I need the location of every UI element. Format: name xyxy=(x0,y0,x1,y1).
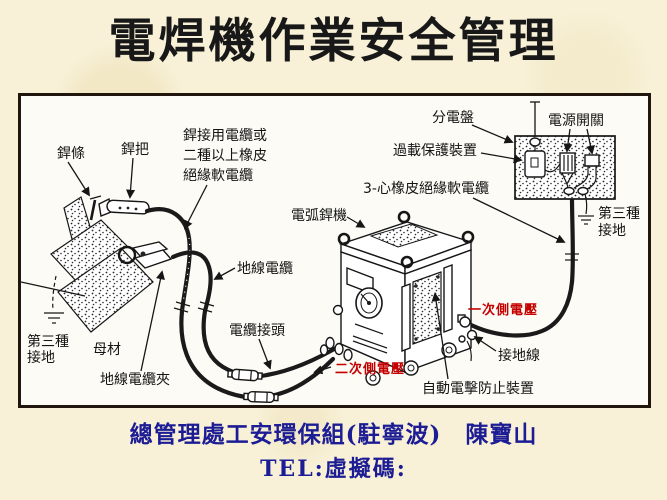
label-third-ground-right-2: 接地 xyxy=(598,222,626,239)
cable-tick-marks xyxy=(173,253,579,313)
label-third-ground-left-2: 接地 xyxy=(27,349,55,366)
label-power-switch: 電源開關 xyxy=(548,113,604,129)
label-ground-cable: 地線電纜 xyxy=(237,260,293,277)
label-ground-cable-clamp: 地線電纜夾 xyxy=(100,371,170,388)
label-welding-cable-3: 絕緣軟電纜 xyxy=(183,167,253,184)
primary-supply-cable xyxy=(466,194,575,338)
diagram-labels: 銲條 銲把 銲接用電纜或 二種以上橡皮 絕緣軟電纜 分電盤 電源開關 過載保護裝… xyxy=(27,110,640,397)
label-welding-cable-2: 二種以上橡皮 xyxy=(183,148,267,164)
workpiece-base-metal xyxy=(21,196,154,333)
label-secondary-voltage: 二次側電壓 xyxy=(335,361,405,377)
footer-department: 總管理處工安環保組(駐寧波) 陳寶山 xyxy=(129,421,538,448)
label-primary-voltage: 一次側電壓 xyxy=(468,302,538,318)
label-cable-connector: 電纜接頭 xyxy=(229,322,285,339)
label-ground-wire: 接地線 xyxy=(498,347,540,364)
label-third-ground-right-1: 第三種 xyxy=(598,205,640,222)
label-three-core-cable: 3-心橡皮絕緣軟電纜 xyxy=(363,180,489,197)
label-holder: 銲把 xyxy=(121,142,149,158)
label-third-ground-left-1: 第三種 xyxy=(27,333,69,350)
ground-cable-clamp xyxy=(117,241,173,269)
label-distribution-panel: 分電盤 xyxy=(432,110,474,126)
ground-terminal xyxy=(457,314,478,362)
label-welding-cable-1: 銲接用電纜或 xyxy=(183,127,267,144)
label-overload-protector: 過載保護裝置 xyxy=(393,143,477,159)
label-arc-welder: 電弧銲機 xyxy=(291,208,347,224)
diagram-frame: 銲條 銲把 銲接用電纜或 二種以上橡皮 絕緣軟電纜 分電盤 電源開關 過載保護裝… xyxy=(18,93,651,408)
welding-electrode xyxy=(89,195,102,221)
label-shock-prevention: 自動電擊防止裝置 xyxy=(422,380,534,397)
label-leader-arrows xyxy=(67,124,595,380)
electrode-holder xyxy=(98,197,150,217)
label-base-metal: 母材 xyxy=(93,342,121,358)
cable-connector-barrel-1 xyxy=(227,368,263,382)
third-type-ground-right-symbol xyxy=(578,193,594,225)
slide-footer: 總管理處工安環保組(駐寧波) 陳寶山 TEL:虛擬碼: xyxy=(0,415,667,483)
welding-safety-diagram: 銲條 銲把 銲接用電纜或 二種以上橡皮 絕緣軟電纜 分電盤 電源開關 過載保護裝… xyxy=(21,101,640,404)
footer-tel: TEL:虛擬碼: xyxy=(260,456,407,482)
slide-title: 電焊機作業安全管理 xyxy=(108,14,559,69)
ground-cable-to-clamp xyxy=(170,250,344,379)
label-electrode: 銲條 xyxy=(57,146,85,162)
third-type-ground-left-symbol xyxy=(44,275,64,324)
cable-connector-barrel-2 xyxy=(243,390,279,404)
caster-wheels xyxy=(365,342,457,386)
arc-welding-machine xyxy=(319,210,478,386)
